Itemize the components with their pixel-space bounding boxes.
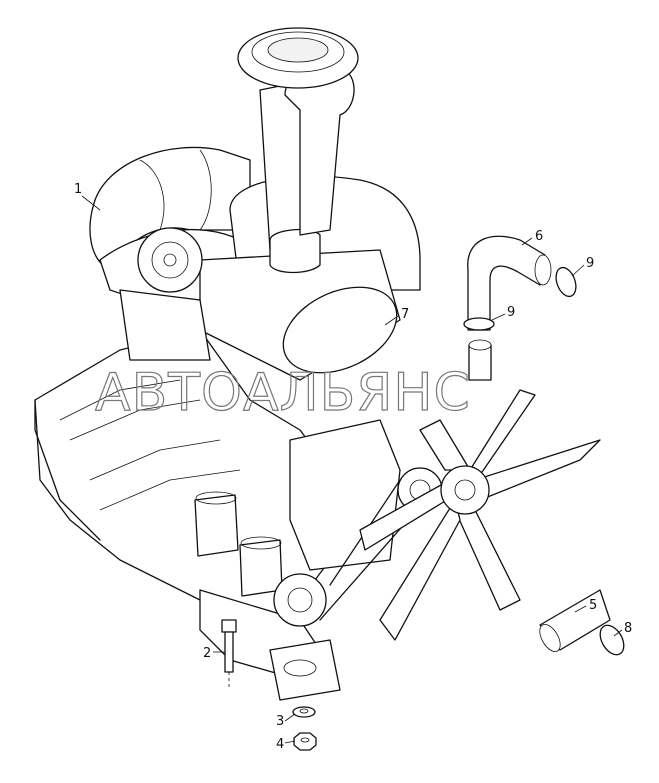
callout-9-lower: 9 <box>507 305 515 320</box>
upper-radiator-hose <box>463 235 577 381</box>
callout-1: 1 <box>74 182 82 197</box>
callout-6: 6 <box>535 229 543 244</box>
callout-4: 4 <box>276 737 284 752</box>
oil-filters <box>194 491 283 597</box>
callout-7: 7 <box>401 307 409 322</box>
turbocharger <box>119 227 211 361</box>
callout-9-upper: 9 <box>586 256 594 271</box>
exhaust-stack <box>237 27 359 274</box>
watermark-text: АВТОАЛЬЯНС <box>95 363 471 423</box>
callout-5: 5 <box>589 598 597 613</box>
mounting-hardware <box>221 619 317 751</box>
callout-8: 8 <box>624 621 632 636</box>
callout-2: 2 <box>203 646 211 661</box>
callout-3: 3 <box>276 714 284 729</box>
lower-radiator-hose <box>539 589 625 656</box>
leader-lines <box>81 195 623 744</box>
cooling-fan <box>359 389 601 641</box>
